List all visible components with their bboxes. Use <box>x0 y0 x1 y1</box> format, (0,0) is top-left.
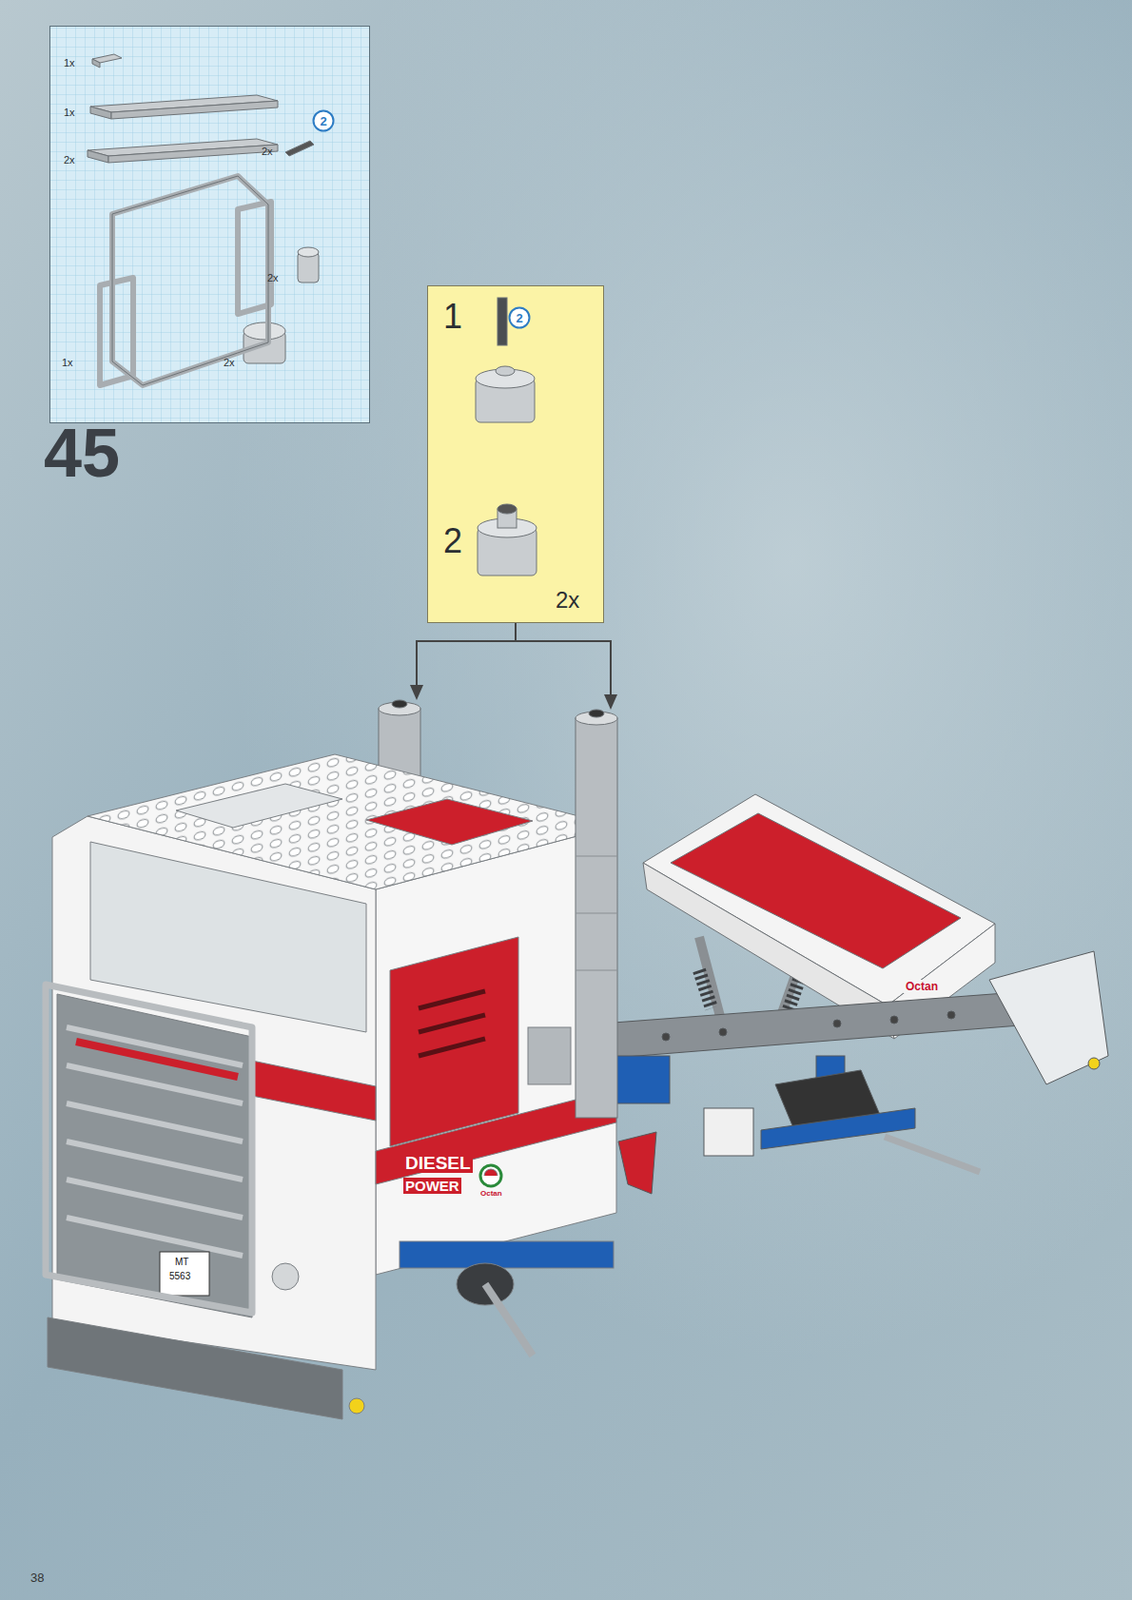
step-number: 45 <box>43 418 120 488</box>
parts-list-box: 1x 1x 2x 2x 2x 1x 2x 2 <box>49 25 371 424</box>
callout-circle <box>313 111 334 132</box>
license-plate-text: MT <box>173 1256 191 1269</box>
substep-box: 1 2 2x 2 <box>427 285 605 624</box>
substep-number: 2x <box>555 588 580 612</box>
callout-number: 2 <box>312 109 335 133</box>
callout-number: 2 <box>515 312 523 325</box>
decal-text: DIESEL <box>403 1152 473 1173</box>
substep-number: 1 <box>443 299 463 334</box>
page-number: 38 <box>30 1571 44 1584</box>
substep-number: 2 <box>443 524 463 559</box>
decal-text: Octan <box>478 1189 505 1199</box>
part-quantity: 1x <box>61 357 74 369</box>
part-quantity: 2x <box>261 146 274 157</box>
part-quantity: 1x <box>63 107 76 118</box>
part-quantity: 2x <box>63 155 76 166</box>
decal-text: POWER <box>403 1177 462 1194</box>
callout-number: 2 <box>319 115 327 128</box>
license-plate-text: 5563 <box>167 1270 193 1283</box>
part-quantity: 2x <box>223 357 235 369</box>
decal-text: Octan <box>903 979 940 994</box>
part-quantity: 1x <box>63 58 76 69</box>
callout-circle <box>509 308 530 329</box>
callout-number: 2 <box>507 306 531 330</box>
part-quantity: 2x <box>267 273 279 284</box>
